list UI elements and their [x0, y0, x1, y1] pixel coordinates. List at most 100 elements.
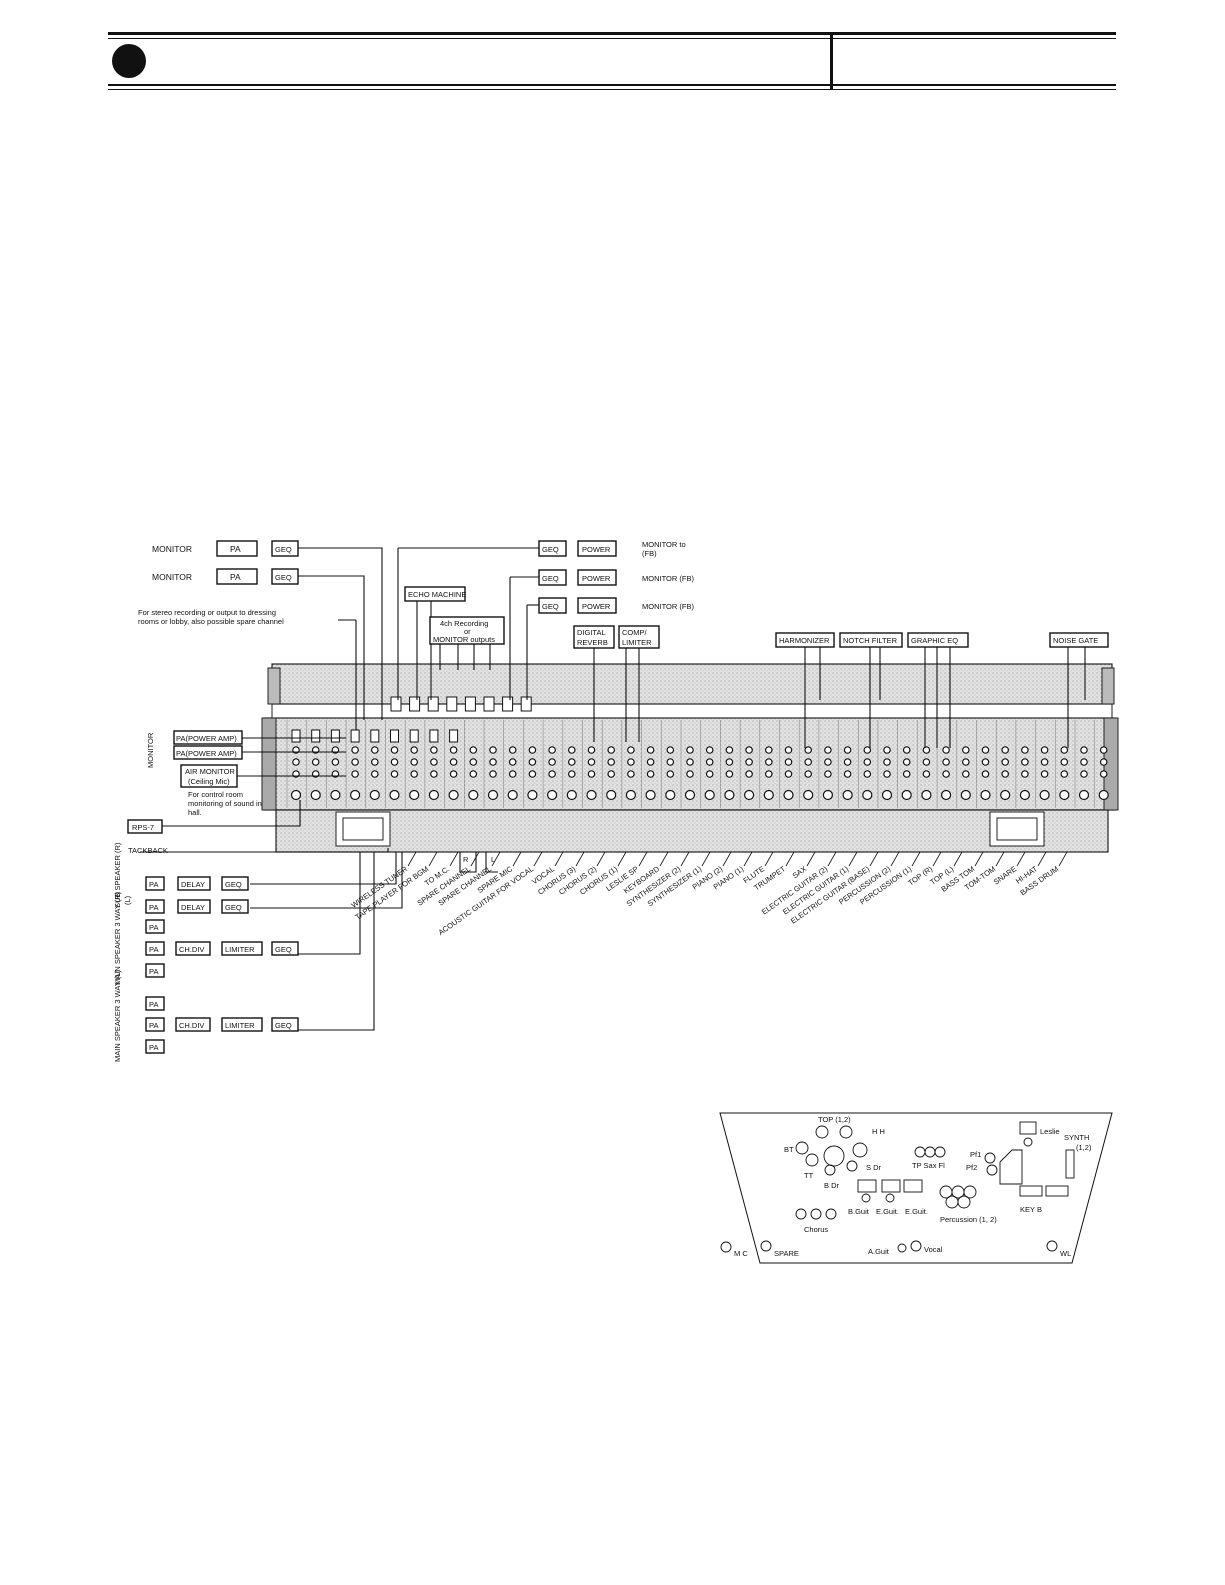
console-jack	[607, 770, 616, 778]
main-pa-r0: PA	[145, 919, 165, 934]
console-jack	[1080, 770, 1088, 778]
console-xlr	[1059, 789, 1070, 801]
graphic-eq-label: GRAPHIC EQ	[911, 636, 958, 645]
fb-monitor-chain-3: GEQ POWER MONITOR (FB)	[538, 597, 694, 614]
geq-label: GEQ	[275, 573, 292, 582]
stage-percussion-label: Percussion (1, 2)	[940, 1215, 997, 1224]
ch-div-r-label: CH.DIV	[179, 945, 204, 954]
console-jack	[489, 746, 497, 754]
harmonizer: HARMONIZER	[775, 632, 835, 648]
console-xlr	[389, 789, 400, 801]
ch-div-l-label: CH.DIV	[179, 1021, 204, 1030]
console-jack	[686, 770, 694, 778]
sub-geq-1-label: GEQ	[225, 903, 242, 912]
console-jack	[292, 758, 300, 766]
console-jack	[922, 746, 931, 754]
stage-e-guit1-label: E.Guit.	[876, 1207, 899, 1216]
console-insert	[350, 729, 360, 743]
header-divider	[830, 32, 833, 90]
console-xlr	[921, 789, 932, 801]
main-pa-l2-label: PA	[149, 1043, 158, 1052]
console-jack	[390, 758, 399, 766]
console-jack	[922, 770, 931, 778]
stage-tp-sax-fl-label: TP Sax Fl	[912, 1161, 945, 1170]
power-label: POWER	[582, 545, 611, 554]
console-insert	[429, 729, 439, 743]
console-jack	[942, 770, 950, 778]
console-jack	[351, 758, 359, 766]
monitor-fb-label-2: MONITOR (FB)	[642, 574, 694, 583]
limiter-r: LIMITER	[221, 941, 263, 956]
console-insert	[330, 729, 340, 743]
console-jack	[981, 746, 990, 754]
console-jack	[410, 746, 419, 754]
console-jack	[902, 758, 911, 766]
main-pa-l1: PA	[145, 1017, 165, 1032]
stage-hh-label: H H	[872, 1127, 885, 1136]
monitor-label-2: MONITOR	[152, 572, 192, 582]
stage-plan: TOP (1,2) H H BT TT S Dr B Dr TP Sax Fl …	[719, 1112, 1113, 1264]
output-jack	[464, 696, 476, 712]
stage-top-label: TOP (1,2)	[818, 1115, 851, 1124]
console-jack	[1060, 770, 1069, 778]
sub-speaker-l-label: (L)	[123, 895, 132, 905]
console-xlr	[881, 789, 893, 801]
console-jack	[311, 758, 320, 766]
console-jack	[1099, 758, 1108, 766]
console-jack	[1021, 770, 1029, 778]
console-jack	[764, 758, 773, 766]
console-jack	[567, 758, 576, 766]
console-xlr	[290, 789, 302, 801]
rec-4ch-line1: 4ch Recording	[440, 619, 488, 628]
stage-bdr-label: B Dr	[824, 1181, 840, 1190]
console-jack	[666, 746, 675, 754]
console-xlr	[330, 789, 341, 801]
console-xlr	[546, 789, 558, 801]
header-rule-bottom-thin	[108, 89, 1116, 90]
stage-b-guit-label: B.Guit	[848, 1207, 870, 1216]
console-jack	[1040, 746, 1049, 754]
console-jack	[646, 746, 655, 754]
notch-filter: NOTCH FILTER	[839, 632, 903, 648]
console-jack	[666, 770, 675, 778]
console-xlr	[566, 789, 577, 801]
console-jack	[1001, 758, 1010, 766]
console-jack	[469, 746, 478, 754]
limiter-l: LIMITER	[221, 1017, 263, 1032]
recording-4ch: 4ch Recording or MONITOR outputs	[429, 616, 505, 645]
console-jack	[508, 746, 517, 754]
digital-reverb-line1: DIGITAL	[577, 628, 606, 637]
console-jack	[705, 746, 714, 754]
fb-monitor-chain-1: GEQ POWER MONITOR to (FB)	[538, 540, 686, 558]
sub-delay-1-label: DELAY	[181, 903, 205, 912]
console-jack	[548, 758, 556, 766]
console-jack	[883, 758, 891, 766]
console-jack	[863, 770, 872, 778]
console-jack	[1099, 746, 1108, 754]
main-pa-l2: PA	[145, 1039, 165, 1054]
console-jack	[489, 770, 497, 778]
stage-synth-label: SYNTH	[1064, 1133, 1089, 1142]
console-xlr	[606, 789, 617, 801]
console-jack	[1001, 770, 1010, 778]
output-jack	[446, 696, 458, 712]
console-jack	[430, 770, 438, 778]
stage-pf2-label: Pf2	[966, 1163, 977, 1172]
console-xlr	[1000, 789, 1011, 801]
console-insert	[370, 729, 380, 743]
main-pa-r2-label: PA	[149, 967, 158, 976]
console-jack	[430, 746, 438, 754]
stage-pf1-label: Pf1	[970, 1150, 981, 1159]
digital-reverb-line2: REVERB	[577, 638, 608, 647]
console-jack	[981, 758, 990, 766]
console-xlr	[1098, 789, 1109, 801]
rec-4ch-line3: MONITOR outputs	[433, 635, 495, 644]
header-rule-top-thin	[108, 38, 1116, 39]
console-jack	[745, 746, 753, 754]
console-jack	[1099, 770, 1108, 778]
ch-div-r: CH.DIV	[175, 941, 211, 956]
monitor-fb-label-3: MONITOR (FB)	[642, 602, 694, 611]
output-jack	[520, 696, 532, 712]
stereo-note-line1: For stereo recording or output to dressi…	[138, 608, 276, 617]
console-jack	[981, 770, 990, 778]
